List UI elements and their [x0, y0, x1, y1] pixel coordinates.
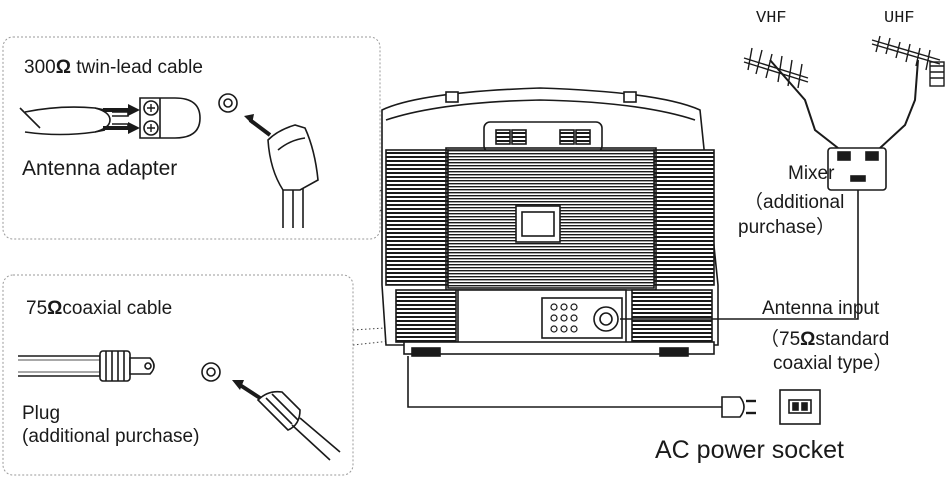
twin-lead-ohm: 300	[24, 57, 56, 78]
plug-arrow-illustration	[201, 362, 262, 400]
tv-input-jacks	[550, 303, 578, 333]
antenna-input-jack	[593, 306, 619, 332]
plug-label-line1: Plug	[22, 403, 61, 424]
tv-rear-body	[381, 87, 719, 357]
mixer-illustration	[827, 147, 887, 191]
antenna-input-label-line1: Antenna input	[762, 298, 880, 319]
coax-rest: coaxial cable	[62, 298, 173, 319]
antenna-adapter-illustration	[139, 97, 201, 139]
coax-connector-illustration	[218, 93, 272, 137]
antenna-input-prefix: （75	[760, 329, 801, 350]
omega-symbol: Ω	[800, 329, 816, 350]
uhf-antenna-illustration	[871, 35, 945, 149]
adapter-arrows	[103, 104, 140, 134]
wall-adapter-illustration	[267, 124, 319, 228]
mixer-label-line2: （additional	[744, 192, 845, 213]
coax-panel	[2, 274, 354, 476]
twin-lead-cable-label: 300Ω twin-lead cable	[24, 57, 203, 79]
vhf-label: VHF	[756, 9, 787, 28]
mixer-label-line1: Mixer	[788, 163, 835, 184]
twin-lead-cable-illustration	[19, 106, 129, 136]
power-socket-illustration	[779, 389, 821, 425]
coax-cable-illustration	[18, 350, 155, 382]
plug-label-line2: (additional purchase)	[22, 426, 200, 447]
mixer-label-line3: purchase）	[738, 217, 836, 238]
antenna-input-label-line2: （75Ωstandard	[760, 324, 889, 351]
twin-lead-rest: twin-lead cable	[70, 57, 203, 78]
power-cord	[407, 356, 722, 408]
antenna-input-label-line3: coaxial type）	[773, 353, 893, 374]
twin-lead-panel	[2, 36, 381, 240]
power-plug-illustration	[721, 396, 756, 418]
coax-cable-label: 75Ωcoaxial cable	[26, 298, 172, 320]
antenna-feed-cable	[620, 190, 859, 320]
uhf-label: UHF	[884, 9, 915, 28]
plug-illustration	[256, 390, 341, 461]
antenna-adapter-label: Antenna adapter	[22, 157, 178, 180]
omega-symbol: Ω	[47, 298, 63, 319]
ac-power-socket-label: AC power socket	[655, 436, 844, 464]
coax-ohm: 75	[26, 298, 48, 319]
vhf-antenna-illustration	[743, 47, 839, 149]
omega-symbol: Ω	[55, 57, 71, 78]
antenna-input-standard: standard	[815, 329, 890, 350]
